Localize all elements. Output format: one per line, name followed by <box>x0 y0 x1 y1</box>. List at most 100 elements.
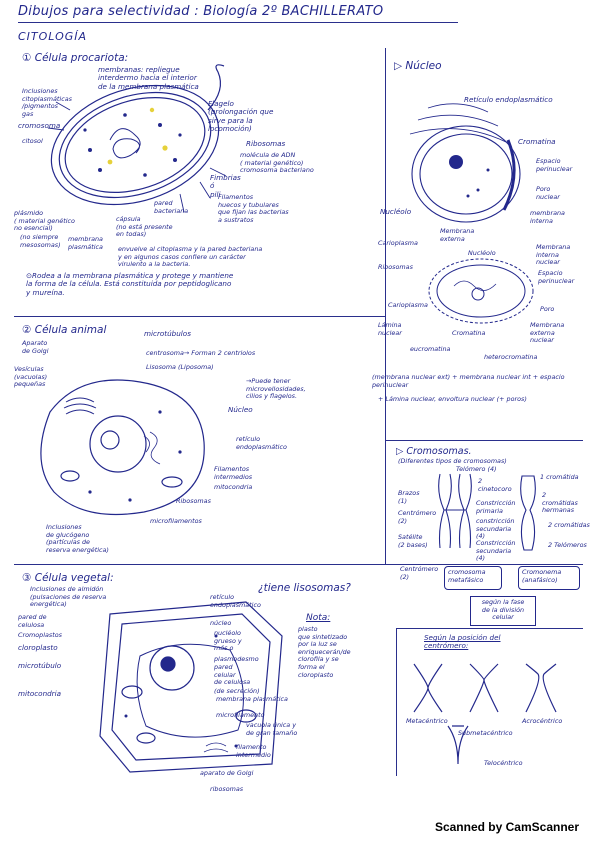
prokaryote-wall <box>46 74 225 215</box>
chrom-phase-box: según la fase de la división celular <box>470 596 536 626</box>
label-plant-plasmodesmata: plasmodesmo <box>214 655 259 663</box>
label-chrom-telomere2: 2 Telómeros <box>548 541 587 549</box>
nucleus-formula-2: + Lámina nuclear, envoltura nuclear (+ p… <box>378 395 527 403</box>
label-nucleus-nucleolus: Nucléolo <box>380 207 412 216</box>
label-nucleus-outer-membrane2: Membrana externa nuclear <box>530 321 565 345</box>
nucleus-outer <box>412 126 520 222</box>
label-capsule: cápsula (no está presente en todas) <box>116 215 173 239</box>
label-nucleus-nucleolus2: Nucléolo <box>468 249 496 257</box>
label-nucleus-lamina: Lámina nuclear <box>378 321 402 337</box>
label-nucleus-inner-membrane: membrana interna <box>530 209 565 225</box>
telocentric-shape <box>448 726 468 764</box>
chrom-anaphase-box: Cromonema (anafásico) <box>518 566 580 590</box>
chromosomes-subtitle: (Diferentes tipos de cromosomas) <box>398 457 507 465</box>
nucleus-drawing-2d <box>426 256 536 326</box>
chromosome1-left-arm <box>439 474 444 548</box>
label-plant-cell-wall: pared de celulosa <box>18 613 47 629</box>
nucleus2-nucleolus <box>472 288 484 300</box>
label-animal-centrosome: centrosoma→ Forman 2 centriolos <box>146 349 256 357</box>
label-nucleus-outer-membrane: Membrana externa <box>440 227 475 243</box>
label-nucleus-pore: Poro nuclear <box>536 185 560 201</box>
animal-mitochondria <box>162 477 182 487</box>
plant-note-title: Nota: <box>306 613 331 623</box>
animal-membrane <box>41 380 204 515</box>
label-chrom-secondary-const: constricción secundaria (4) <box>476 517 515 541</box>
label-plant-microtubule: microtúbulo <box>18 661 62 670</box>
label-chrom-centromere2: Centrómero (2) <box>400 565 439 581</box>
animal-title: ② Célula animal <box>22 324 107 336</box>
label-plant-cell-wall2: pared celular de celulosa <box>214 663 251 687</box>
divider-horizontal-4 <box>396 628 583 629</box>
label-nucleus-karyoplasm2: Carioplasma <box>388 301 428 309</box>
label-capsule-desc: Filamentos huecos y tubulares que fijan … <box>218 193 289 224</box>
label-telocentric: Telocéntrico <box>484 759 523 767</box>
label-plant-rer: retículo endoplasmático <box>210 593 261 609</box>
label-animal-golgi: Aparato de Golgi <box>22 339 49 355</box>
label-animal-nucleus: Núcleo <box>228 405 253 414</box>
label-cell-wall: pared bacteriana <box>154 199 189 215</box>
prokaryote-dna <box>110 129 140 158</box>
nucleus-drawing-3d <box>398 100 528 230</box>
label-animal-filaments: Filamentos intermedios <box>214 465 253 481</box>
label-chrom-primary-const: Constricción primaria <box>476 499 516 515</box>
label-flagellum: Flagelo (prolongación que sirve para la … <box>208 99 274 134</box>
nucleus-inner <box>420 134 512 214</box>
label-chrom-kinetochore: 2 cinetocoro <box>478 477 512 493</box>
chromosome-drawing-2 <box>516 474 540 554</box>
label-dna-molecule: molécula de ADN ( material genético) cro… <box>240 151 314 175</box>
plant-note: plasto que sintetizado por la luz se enr… <box>298 625 351 679</box>
label-cytosol: citosol <box>22 137 43 145</box>
label-acrocentric: Acrocéntrico <box>522 717 563 725</box>
plant-nucleus <box>150 646 194 690</box>
page-title: Dibujos para selectividad : Biología 2º … <box>18 4 384 19</box>
label-nucleus-chromatin: Cromatina <box>518 137 556 146</box>
divider-horizontal-1 <box>14 316 386 317</box>
label-nucleus-chromatin2: Cromatina <box>452 329 486 337</box>
label-chrom-chromatid: 1 cromátida <box>540 473 579 481</box>
label-animal-ribosomes: Ribosomas <box>176 497 211 505</box>
label-plant-nucleolus: nucléolo grueso y más o <box>214 629 242 653</box>
plant-chloroplast-2 <box>236 710 256 722</box>
prokaryote-pili <box>48 102 226 212</box>
plant-nucleolus <box>161 657 175 671</box>
label-chrom-satellite: Satélite (2 bases) <box>398 533 428 549</box>
label-nucleus-karyoplasm: Carioplasma <box>378 239 418 247</box>
label-plant-plasma-membrane: membrana plasmática <box>216 695 288 703</box>
chromosome1-right-arm <box>459 474 464 548</box>
label-chrom-centromere: Centrómero (2) <box>398 509 437 525</box>
nucleus2-outer <box>429 259 533 323</box>
label-cytoplasm-granules: Inclusiones citoplasmáticas /pigmentos g… <box>22 87 72 118</box>
centromere-types-drawing <box>408 660 578 770</box>
plant-golgi <box>204 743 228 752</box>
divider-horizontal-2 <box>385 440 583 441</box>
label-chromosome: cromosoma <box>18 121 61 130</box>
prokaryote-flagellum <box>208 65 224 110</box>
nucleus-formula-1: (membrana nuclear ext) + membrana nuclea… <box>372 373 565 389</box>
acrocentric-shape <box>526 664 556 712</box>
label-animal-inclusions: Inclusiones de glucógeno (partículas de … <box>46 523 109 554</box>
animal-golgi <box>64 398 96 414</box>
divider-vertical-bottom <box>396 628 397 776</box>
label-plant-mitochondria: mitocondria <box>18 689 62 698</box>
label-chrom-chromatids: 2 cromátidas <box>548 521 590 529</box>
section-title-citologia: CITOLOGÍA <box>18 30 88 43</box>
label-chrom-sister: 2 cromátidas hermanas <box>542 491 578 515</box>
label-nucleus-pore2: Poro <box>540 305 555 313</box>
plant-wall-outer <box>100 602 282 772</box>
label-chrom-homologous: cromosoma metafásico <box>448 568 486 584</box>
label-animal-vesicles: Vesículas (vacuolas) pequeñas <box>14 365 48 389</box>
label-membranes: membranas: repliegue interdermo hacia el… <box>98 65 199 91</box>
nucleus2-inner <box>437 265 525 317</box>
scanner-watermark: Scanned by CamScanner <box>434 820 579 834</box>
label-chrom-phase-note: según la fase de la división celular <box>481 598 525 622</box>
label-plant-chromoplasts: Cromoplastos <box>18 631 62 639</box>
chromosome-drawing-1 <box>430 472 480 552</box>
label-pili: Fimbrias ó pili <box>210 173 241 199</box>
divider-vertical-top <box>385 48 386 564</box>
divider-horizontal-3 <box>14 564 583 565</box>
chrom-metaphase-box: cromosoma metafásico <box>444 566 502 590</box>
label-plasmid: plásmido ( material genético no esencial… <box>14 209 75 233</box>
metacentric-shape <box>414 664 442 712</box>
label-nucleus-perinuclear: Espacio perinuclear <box>536 157 573 173</box>
prokaryote-drawing <box>40 70 240 230</box>
